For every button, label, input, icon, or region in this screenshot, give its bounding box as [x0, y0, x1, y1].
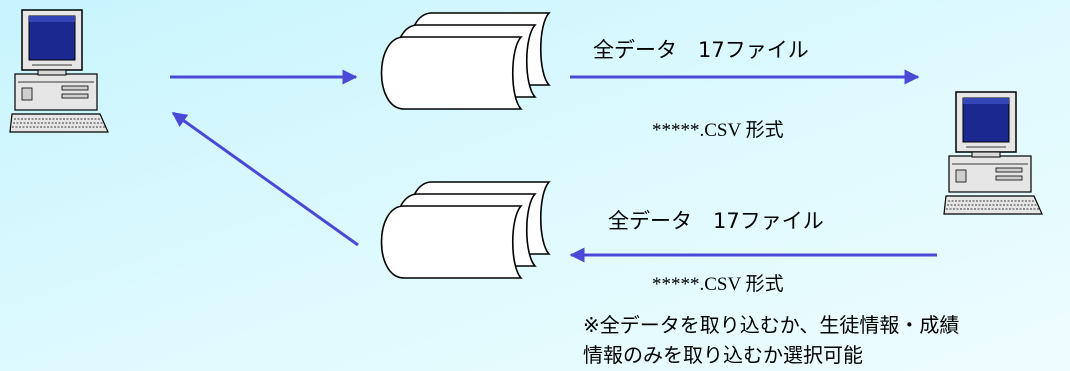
lower-transfer-title: 全データ 17ファイル — [608, 209, 824, 233]
source-pc-icon — [9, 9, 109, 133]
lower-file-stack-icon — [380, 181, 550, 279]
files-to-source-pc-arrow — [171, 111, 359, 247]
import-option-note: ※全データを取り込むか、生徒情報・成績 情報のみを取り込むか選択可能 — [583, 310, 959, 370]
import-option-note-line1: ※全データを取り込むか、生徒情報・成績 — [583, 313, 960, 337]
upper-transfer-format: *****.CSV 形式 — [652, 120, 784, 141]
upper-file-stack-icon — [380, 12, 550, 110]
lower-transfer-format: *****.CSV 形式 — [652, 274, 784, 295]
import-option-note-line2: 情報のみを取り込むか選択可能 — [583, 343, 863, 367]
upper-transfer-title: 全データ 17ファイル — [593, 38, 809, 62]
target-pc-icon — [943, 91, 1043, 215]
